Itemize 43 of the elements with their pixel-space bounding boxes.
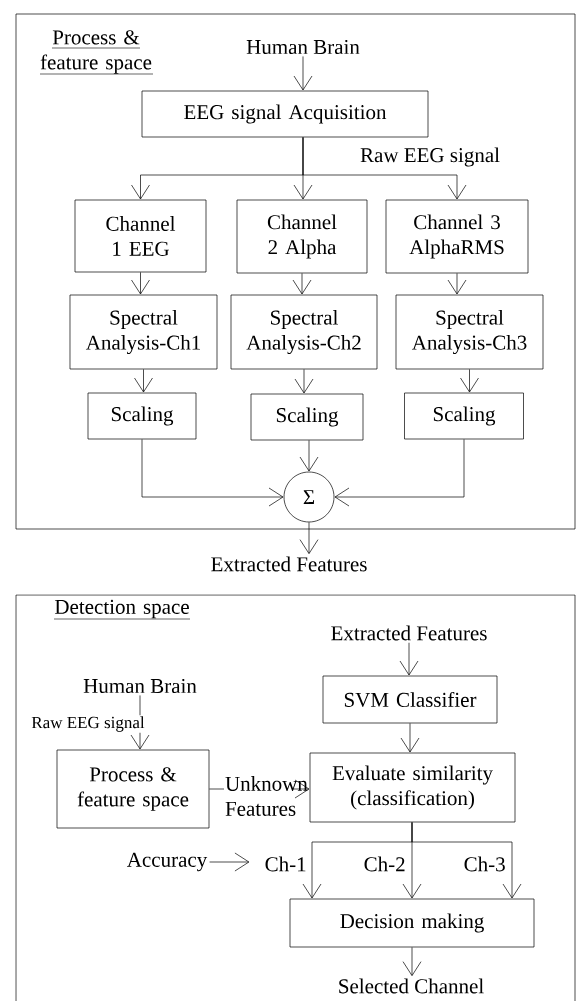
arrow <box>411 822 522 899</box>
arrow <box>294 369 314 394</box>
process-box: SVM Classifier <box>322 675 498 724</box>
arrow <box>460 369 479 393</box>
arrow <box>299 440 319 472</box>
process-box: Channel 2 Alpha <box>236 199 368 274</box>
arrow <box>131 272 150 295</box>
arrow <box>141 439 284 507</box>
flow-text: Extracted Features <box>211 556 367 572</box>
arrow <box>399 642 419 676</box>
process-box: Scaling <box>87 392 197 440</box>
edge-label: Unknown Features <box>224 775 308 817</box>
process-box: Scaling <box>404 392 524 440</box>
process-box: Scaling <box>250 393 364 441</box>
process-box: EEG signal Acquisition <box>141 90 429 138</box>
arrow <box>299 522 319 554</box>
edge-label: Ch-1 <box>263 855 308 873</box>
process-box: Spectral Analysis-Ch1 <box>69 294 218 370</box>
process-box: Evaluate similarity (classification) <box>309 752 516 823</box>
arrow <box>302 137 467 200</box>
arrow <box>134 369 153 393</box>
process-box: Channel 3 AlphaRMS <box>385 199 529 274</box>
edge-label: Raw EEG signal <box>30 715 146 733</box>
arrow <box>400 723 420 753</box>
flow-text: Selected Channel <box>339 978 484 994</box>
edge-label: Ch-2 <box>362 855 407 873</box>
process-box: Spectral Analysis-Ch2 <box>230 294 378 370</box>
arrow <box>292 273 312 295</box>
flow-text: Human Brain <box>246 39 360 55</box>
process-box: Process & feature space <box>56 749 210 829</box>
process-box: Decision making <box>289 898 535 948</box>
arrow <box>447 273 467 295</box>
edge-label: Ch-3 <box>462 855 507 873</box>
edge-label: Raw EEG signal <box>359 146 501 168</box>
arrow <box>293 56 313 91</box>
arrow <box>402 947 422 976</box>
flow-text: Extracted Features <box>331 625 487 641</box>
flow-text: Human Brain <box>83 678 197 694</box>
arrow <box>334 439 465 507</box>
process-box: Spectral Analysis-Ch3 <box>395 294 544 370</box>
flow-text: Accuracy <box>127 852 208 872</box>
arrow <box>209 852 250 872</box>
process-box: Channel 1 EEG <box>74 199 207 273</box>
